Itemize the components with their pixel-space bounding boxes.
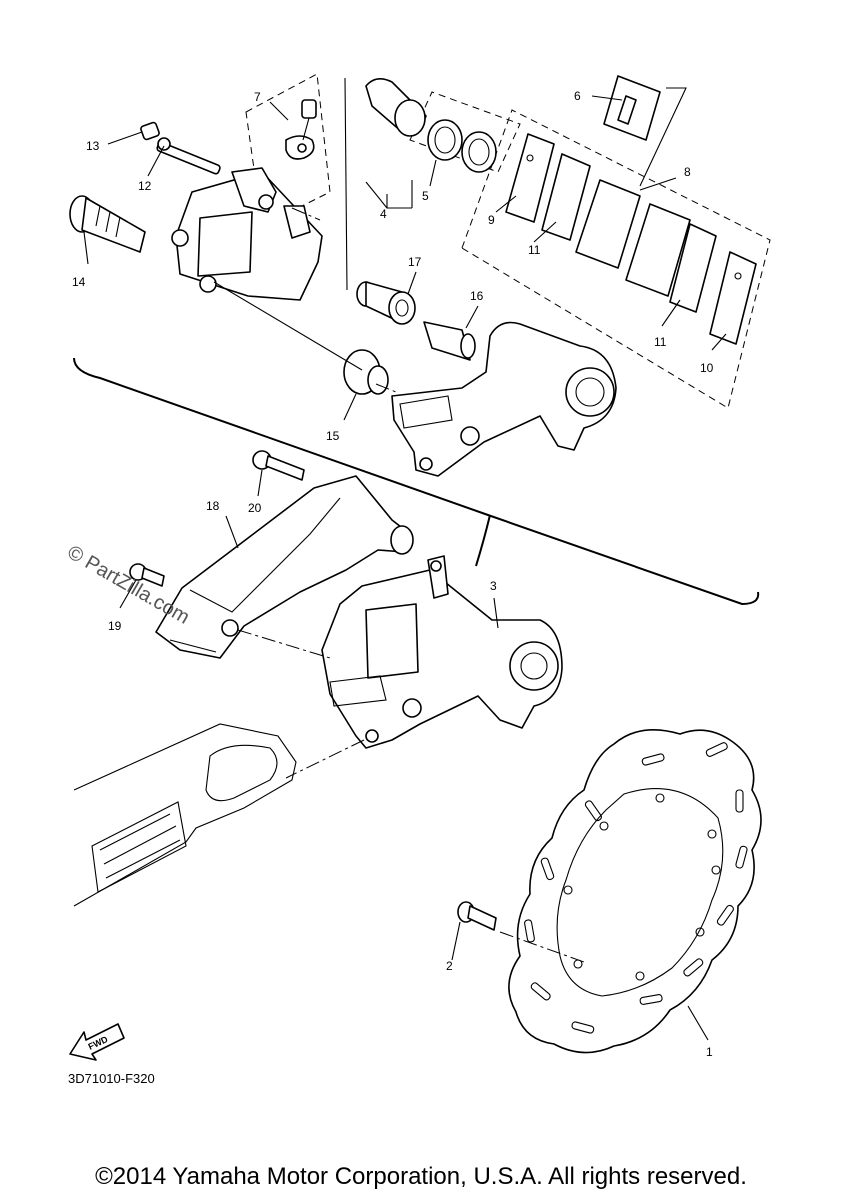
fwd-arrow-icon: FWD — [69, 1023, 125, 1061]
callout-4: 4 — [380, 207, 387, 221]
bleed-screw — [285, 99, 317, 160]
callout-8: 8 — [684, 165, 691, 179]
disc-bolt-2 — [457, 901, 497, 931]
box-part-4-line — [344, 77, 348, 291]
group-bracket-stem — [475, 514, 491, 567]
caliper-support-18 — [155, 475, 414, 659]
pin-16 — [423, 321, 476, 361]
pad-shim-9 — [505, 133, 555, 223]
callout-5: 5 — [422, 189, 429, 203]
caliper-assembly-3 — [321, 555, 563, 749]
pin-13 — [140, 121, 160, 141]
pad-clip — [603, 75, 661, 141]
callout-14: 14 — [72, 275, 86, 289]
callout-6: 6 — [574, 89, 581, 103]
bolt-20 — [252, 450, 305, 481]
swing-arm-outline — [73, 723, 297, 907]
piston — [365, 78, 427, 137]
bolt-19 — [129, 563, 165, 587]
callout-1: 1 — [706, 1045, 713, 1059]
caliper-bracket-upper — [391, 321, 617, 477]
callout-9: 9 — [488, 213, 495, 227]
diagram-code: 3D71010-F320 — [68, 1071, 155, 1086]
callout-20: 20 — [248, 501, 262, 515]
brake-disc — [508, 728, 762, 1054]
alignment-lines — [213, 207, 585, 963]
callout-2: 2 — [446, 959, 453, 973]
seal-pair — [427, 119, 497, 173]
pin-12 — [156, 137, 221, 175]
bolt-14 — [69, 195, 146, 253]
callout-3: 3 — [490, 579, 497, 593]
callout-12: 12 — [138, 179, 152, 193]
callout-17: 17 — [408, 255, 422, 269]
brake-pad-11-left — [541, 153, 641, 269]
callout-labels: 7 13 12 14 4 5 6 8 9 11 11 10 17 16 15 1… — [72, 89, 714, 1059]
callout-16: 16 — [470, 289, 484, 303]
boot-17 — [356, 281, 416, 325]
group-bracket — [73, 357, 760, 606]
brake-pad-11-right — [625, 203, 717, 313]
boot-15 — [343, 349, 389, 395]
callout-18: 18 — [206, 499, 220, 513]
copyright-footer: ©2014 Yamaha Motor Corporation, U.S.A. A… — [95, 1163, 747, 1190]
leader-lines — [83, 87, 727, 1041]
callout-15: 15 — [326, 429, 340, 443]
callout-10: 10 — [700, 361, 714, 375]
pad-shim-10 — [709, 251, 757, 345]
callout-13: 13 — [86, 139, 100, 153]
watermark: © PartZilla.com — [64, 541, 194, 629]
callout-7: 7 — [254, 90, 261, 104]
caliper-body-upper — [171, 167, 323, 301]
callout-11-right: 11 — [654, 335, 667, 349]
callout-11-left: 11 — [528, 243, 541, 257]
callout-19: 19 — [108, 619, 122, 633]
